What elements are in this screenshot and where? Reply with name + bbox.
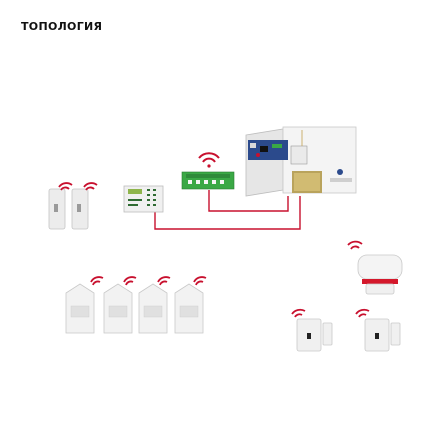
wireless-signal-icon: [198, 152, 220, 168]
key-fob-icon: [71, 188, 89, 230]
motion-detector-icon: [174, 283, 204, 334]
door-contact-icon: [364, 318, 401, 352]
wireless-signal-icon: [355, 308, 370, 318]
control-panel-icon: [245, 126, 357, 197]
wireless-signal-icon: [347, 240, 363, 250]
key-fob-icon: [48, 188, 66, 230]
motion-detector-icon: [103, 283, 133, 334]
siren-icon: [357, 254, 403, 295]
keypad-icon: [123, 185, 164, 213]
radio-expander-icon: [181, 171, 235, 190]
wireless-signal-icon: [90, 276, 104, 286]
wireless-signal-icon: [193, 276, 207, 286]
motion-detector-icon: [65, 283, 95, 334]
wiring: [154, 190, 301, 230]
wireless-signal-icon: [291, 308, 306, 318]
wireless-signal-icon: [123, 276, 137, 286]
motion-detector-icon: [138, 283, 168, 334]
page-title: ТОПОЛОГИЯ: [21, 20, 103, 33]
wireless-signal-icon: [83, 182, 98, 191]
wireless-signal-icon: [58, 182, 73, 191]
expander-wire: [208, 190, 289, 212]
keypad-wire: [154, 196, 301, 230]
door-contact-icon: [296, 318, 333, 352]
wireless-signal-icon: [157, 276, 171, 286]
